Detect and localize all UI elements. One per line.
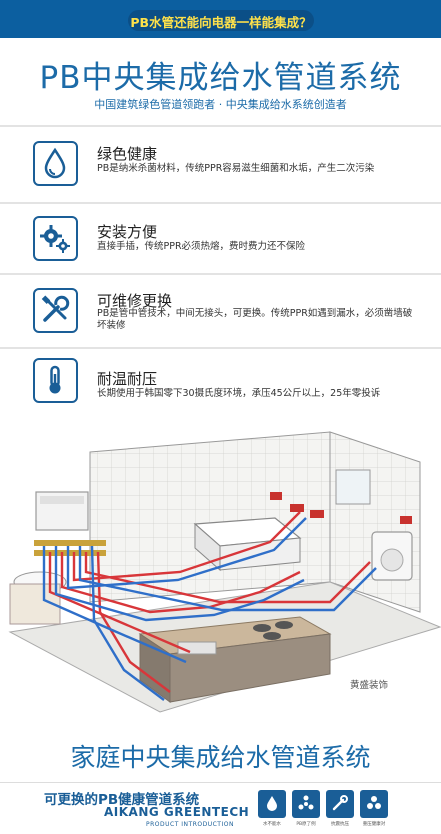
feature-title: 耐温耐压: [97, 370, 158, 388]
tools-icon: [326, 790, 354, 818]
top-banner: PB水管还能向电器一样能集成？: [0, 0, 441, 38]
footer-tagline: 可更换的PB健康管道系统: [44, 792, 200, 808]
divider: [0, 125, 441, 127]
footer-brand: AIKANG GREENTECH: [104, 805, 250, 819]
divider: [0, 202, 441, 204]
footer-brand-sub: PRODUCT INTRODUCTION: [146, 821, 234, 828]
watermark-text: 黄盛装饰: [350, 680, 389, 691]
badge-label: 重压健康对: [362, 822, 386, 827]
badge-label: 水不能水: [263, 822, 281, 827]
thermometer-icon: [33, 358, 78, 403]
molecule-icon: [292, 790, 320, 818]
feature-desc: PB是管中管技术，中间无接头，可更换。传统PPR如遇到漏水，必须凿墙破坏装修: [97, 308, 413, 331]
feature-desc: 长期使用于韩国零下30摄氏度环境，承压45公斤以上，25年零投诉: [97, 388, 381, 399]
feature-title: 安装方便: [97, 223, 158, 241]
feature-title: 可维修更换: [97, 292, 173, 310]
water-drop-icon: [258, 790, 286, 818]
subtitle: 中国建筑绿色管道领跑者 · 中央集成给水系统创造者: [94, 98, 347, 111]
banner-text: PB水管还能向电器一样能集成？: [130, 15, 312, 30]
divider: [0, 273, 441, 275]
feature-desc: 直接手插，传统PPR必须热熔，费时费力还不保险: [97, 241, 306, 252]
feature-title: 绿色健康: [97, 145, 158, 163]
badge-label: PB原了例: [296, 822, 316, 827]
tools-icon: [33, 288, 78, 333]
plumbing-illustration: [0, 412, 441, 730]
bottom-title: 家庭中央集成给水管道系统: [70, 743, 371, 772]
main-title: PB中央集成给水管道系统: [39, 60, 402, 96]
divider: [0, 347, 441, 349]
gear-icon: [33, 216, 78, 261]
water-drop-icon: [33, 141, 78, 186]
feature-desc: PB是纳米杀菌材料，传统PPR容易滋生细菌和水垢，产生二次污染: [97, 163, 375, 174]
badge-label: 抗震抗压: [331, 822, 349, 827]
molecule-icon: [360, 790, 388, 818]
banner-pill: PB水管还能向电器一样能集成？: [128, 10, 314, 31]
